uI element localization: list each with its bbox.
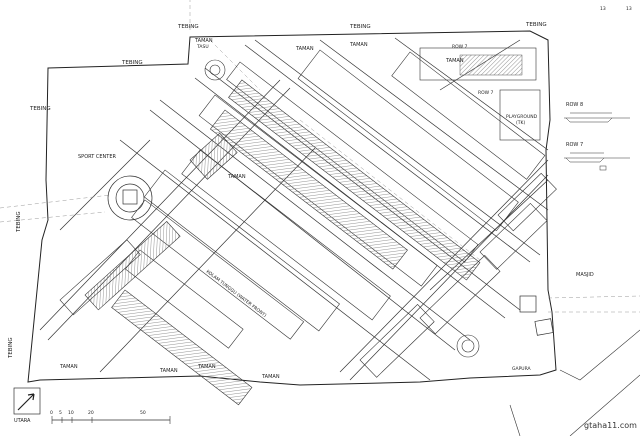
masjid-buildings	[519, 295, 554, 336]
section-b-title: ROW 7	[566, 142, 583, 148]
label-north: UTARA	[14, 418, 31, 424]
scale-label-20: 20	[88, 410, 94, 416]
section-a-title: ROW 8	[566, 102, 583, 108]
label-playground-sub: (TK)	[516, 120, 525, 126]
corner-label-b: 13	[626, 6, 632, 12]
roundabout-icon	[107, 175, 153, 221]
section-details	[564, 112, 630, 171]
playground-area	[499, 89, 541, 141]
label-tebing-top-1: TEBING	[177, 24, 199, 30]
scale-label-5: 5	[59, 410, 62, 416]
label-gapura: GAPURA	[512, 366, 532, 372]
scale-label-0: 0	[50, 410, 53, 416]
scale-label-50: 50	[140, 410, 146, 416]
scale-bar: 0 5 10 20 50	[50, 410, 171, 424]
housing-blocks	[59, 49, 557, 406]
scale-label-10: 10	[68, 410, 74, 416]
watermark: gtaha11.com	[584, 421, 637, 430]
label-playground: PLAYGROUND	[506, 114, 538, 120]
label-tebing-top-3: TEBING	[525, 22, 547, 28]
label-tebing-left-bottom: TEBING	[8, 337, 14, 359]
north-arrow-icon: UTARA	[13, 387, 41, 424]
label-tebing-top-2: TEBING	[349, 24, 371, 30]
label-tebing-left-upper: TEBING	[121, 60, 143, 66]
label-taman-top-a2: TASU	[196, 44, 209, 50]
label-taman-right: TAMAN	[445, 58, 464, 64]
road-network	[39, 37, 549, 381]
label-masjid: MASJID	[576, 272, 594, 278]
label-taman-top-c: TAMAN	[349, 42, 368, 48]
label-taman-bottom-mid3: TAMAN	[261, 374, 280, 380]
site-boundary	[27, 30, 557, 386]
label-row-top: ROW 7	[452, 44, 468, 50]
roundabout-small	[456, 334, 480, 358]
label-tebing-left-top: TEBING	[29, 106, 51, 112]
label-kolam: KOLAM TUNGGU (WATER FRONT)	[205, 269, 268, 319]
row7-area	[419, 47, 537, 81]
label-taman-bottom-mid2: TAMAN	[197, 364, 216, 370]
corner-label-a: 13	[600, 6, 606, 12]
label-taman-bottom-left: TAMAN	[59, 364, 78, 370]
label-taman-top-a: TAMAN	[194, 38, 213, 44]
cul-de-sac	[204, 59, 226, 81]
right-road	[509, 329, 640, 436]
label-sport-center: SPORT CENTER	[78, 154, 116, 160]
label-row-top2: ROW 7	[478, 90, 494, 96]
dashed-lines	[0, 0, 640, 313]
label-taman-center: TAMAN	[227, 174, 246, 180]
row7-parking	[459, 54, 523, 76]
label-taman-top-b: TAMAN	[295, 46, 314, 52]
label-taman-bottom-mid1: TAMAN	[159, 368, 178, 374]
label-tebing-left-mid: TEBING	[16, 211, 22, 233]
